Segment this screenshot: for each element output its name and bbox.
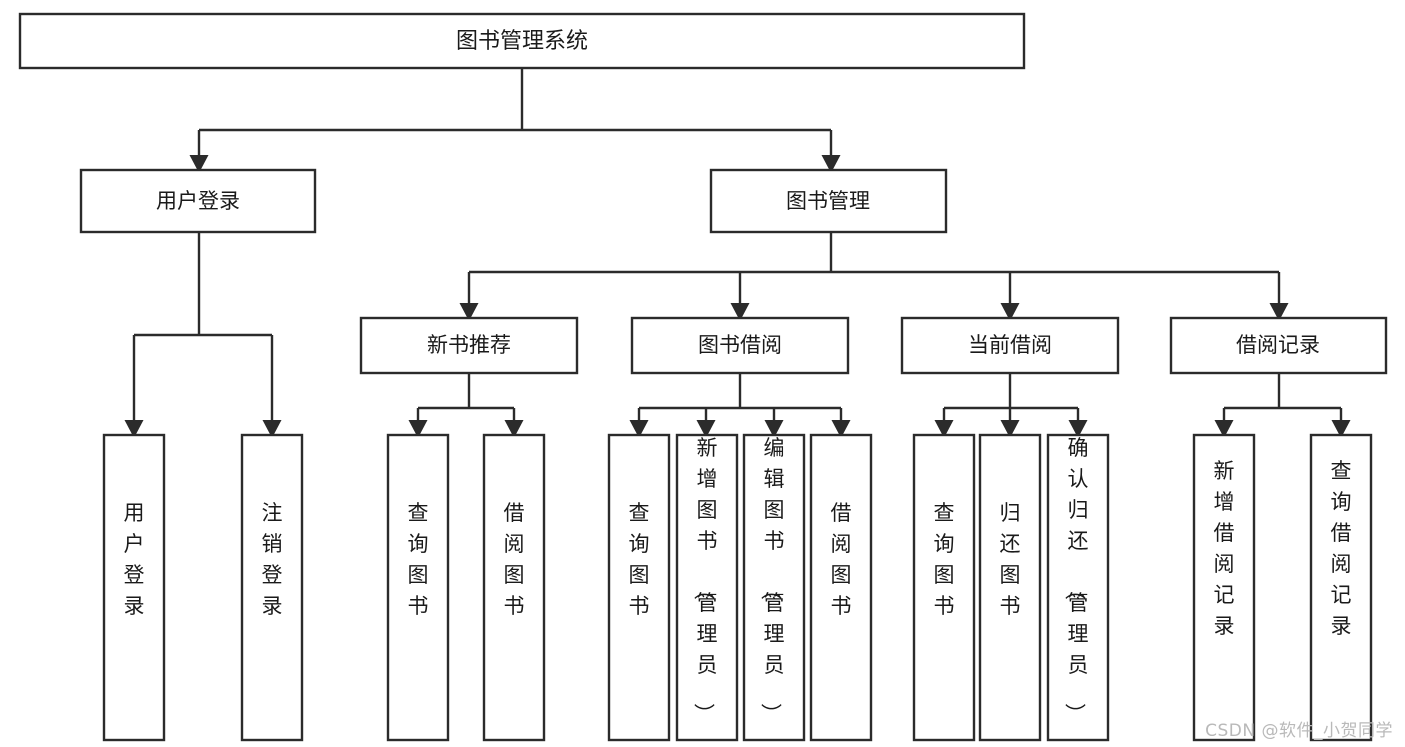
connector-root-bus [197, 68, 833, 156]
node-leaf-query-book-2[interactable]: 查询图书 [607, 433, 671, 742]
node-current-borrow[interactable]: 当前借阅 [900, 316, 1120, 375]
node-current-borrow-label: 当前借阅 [968, 333, 1052, 357]
node-borrow-record[interactable]: 借阅记录 [1169, 316, 1388, 375]
node-leaf-confirm-return-label: 确认归还（管理员） [1063, 436, 1089, 724]
node-leaf-borrow-book-1-box [482, 433, 546, 742]
node-leaf-user-logout-box [240, 433, 304, 742]
connector-current-borrow-bus [942, 373, 1080, 421]
connector-layer [124, 68, 1351, 438]
node-leaf-edit-book[interactable]: 编辑图书（管理员） [742, 433, 806, 742]
node-leaf-return-book[interactable]: 归还图书 [978, 433, 1042, 742]
node-leaf-query-record-label: 查询借阅记录 [1331, 459, 1352, 638]
node-leaf-query-book-3-box [912, 433, 976, 742]
node-book-borrow-label: 图书借阅 [698, 333, 782, 357]
node-user-login-label: 用户登录 [156, 189, 240, 213]
node-book-borrow[interactable]: 图书借阅 [630, 316, 850, 375]
node-leaf-edit-book-label: 编辑图书（管理员） [759, 436, 785, 724]
node-user-login-box [79, 168, 317, 234]
node-leaf-query-book-3-label: 查询图书 [934, 501, 955, 618]
connector-book-management-bus [467, 232, 1281, 304]
connector-book-borrow-bus [637, 373, 843, 421]
node-leaf-add-record-box [1192, 433, 1256, 742]
node-leaf-query-record[interactable]: 查询借阅记录 [1309, 433, 1373, 742]
node-leaf-user-login[interactable]: 用户登录 [102, 433, 166, 742]
node-leaf-query-book-1-label: 查询图书 [408, 501, 429, 618]
node-user-login[interactable]: 用户登录 [79, 168, 317, 234]
node-leaf-add-book-label: 新增图书（管理员） [692, 436, 718, 724]
node-leaf-confirm-return-box [1046, 433, 1110, 742]
node-leaf-query-book-3[interactable]: 查询图书 [912, 433, 976, 742]
node-book-management[interactable]: 图书管理 [709, 168, 948, 234]
node-leaf-return-book-box [978, 433, 1042, 742]
leaf-nodes-layer: 用户登录 注销登录 查询图书 借阅图书 查询图书 新增图书（管理员） [102, 433, 1373, 742]
node-leaf-confirm-return[interactable]: 确认归还（管理员） [1046, 433, 1110, 742]
node-leaf-query-book-2-label: 查询图书 [629, 501, 650, 618]
node-leaf-borrow-book-2-box [809, 433, 873, 742]
node-borrow-record-label: 借阅记录 [1236, 333, 1320, 357]
connector-new-book-recommend-bus [416, 373, 516, 421]
node-leaf-user-logout[interactable]: 注销登录 [240, 433, 304, 742]
node-borrow-record-box [1169, 316, 1388, 375]
node-book-management-box [709, 168, 948, 234]
node-leaf-borrow-book-1-label: 借阅图书 [504, 501, 525, 618]
node-leaf-borrow-book-2[interactable]: 借阅图书 [809, 433, 873, 742]
node-leaf-user-logout-label: 注销登录 [262, 501, 283, 618]
node-current-borrow-box [900, 316, 1120, 375]
connector-user-login-bus [132, 232, 274, 421]
node-new-book-recommend-label: 新书推荐 [427, 333, 511, 357]
node-leaf-edit-book-box [742, 433, 806, 742]
node-leaf-borrow-book-1[interactable]: 借阅图书 [482, 433, 546, 742]
node-leaf-add-record-label: 新增借阅记录 [1214, 459, 1235, 638]
node-new-book-recommend-box [359, 316, 579, 375]
node-leaf-add-book-box [675, 433, 739, 742]
node-leaf-query-record-box [1309, 433, 1373, 742]
node-leaf-user-login-box [102, 433, 166, 742]
node-book-borrow-box [630, 316, 850, 375]
node-new-book-recommend[interactable]: 新书推荐 [359, 316, 579, 375]
node-leaf-return-book-label: 归还图书 [1000, 501, 1021, 618]
node-leaf-add-book[interactable]: 新增图书（管理员） [675, 433, 739, 742]
node-leaf-query-book-2-box [607, 433, 671, 742]
node-root-box [18, 12, 1026, 70]
node-leaf-query-book-1-box [386, 433, 450, 742]
node-leaf-user-login-label: 用户登录 [124, 501, 145, 618]
node-root-label: 图书管理系统 [456, 29, 588, 54]
node-leaf-add-record[interactable]: 新增借阅记录 [1192, 433, 1256, 742]
node-book-management-label: 图书管理 [786, 189, 870, 213]
connector-borrow-record-bus [1222, 373, 1343, 421]
node-leaf-query-book-1[interactable]: 查询图书 [386, 433, 450, 742]
node-root[interactable]: 图书管理系统 [18, 12, 1026, 70]
node-leaf-borrow-book-2-label: 借阅图书 [831, 501, 852, 618]
